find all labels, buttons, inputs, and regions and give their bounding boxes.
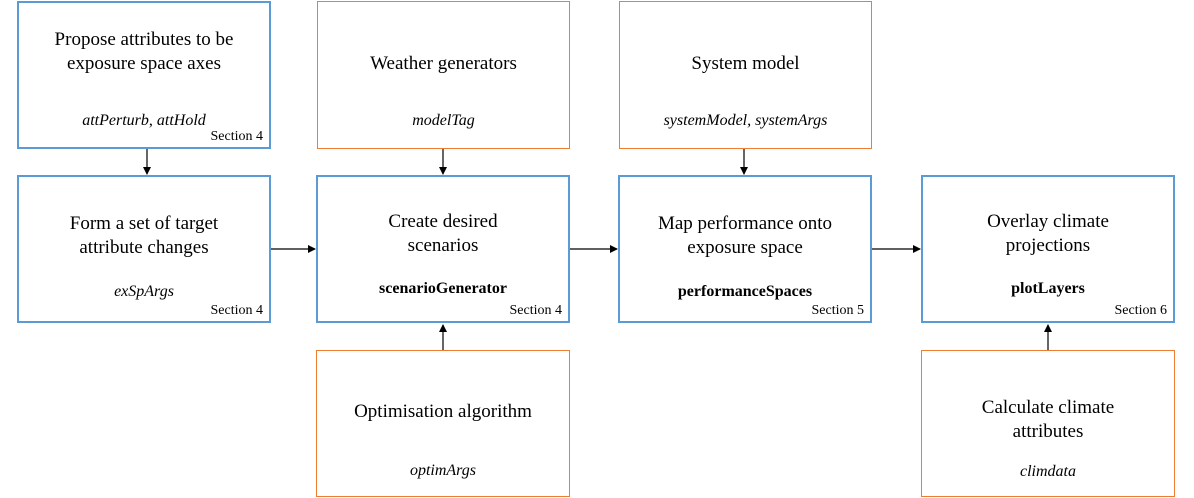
- section-label: Section 4: [210, 129, 264, 144]
- create-scenarios-box: Create desired scenarios scenarioGenerat…: [316, 175, 570, 323]
- weather-generators-function: modelTag: [412, 112, 475, 129]
- optimisation-algorithm-title: Optimisation algorithm: [354, 401, 532, 422]
- section-label: Section 4: [210, 303, 264, 318]
- map-performance-box: Map performance onto exposure space perf…: [618, 175, 872, 323]
- create-scenarios-function: scenarioGenerator: [379, 280, 507, 297]
- optimisation-algorithm-box: Optimisation algorithm optimArgs: [316, 350, 570, 497]
- weather-generators-title: Weather generators: [370, 53, 517, 74]
- calculate-climate-function: climdata: [1020, 463, 1076, 480]
- form-target-changes-box: Form a set of target attribute changes e…: [17, 175, 271, 323]
- propose-attributes-functions: attPerturb, attHold: [82, 112, 206, 129]
- form-target-changes-function: exSpArgs: [114, 283, 174, 300]
- section-label: Section 4: [509, 303, 563, 318]
- map-performance-title: Map performance onto exposure space: [657, 213, 833, 258]
- system-model-title: System model: [691, 53, 800, 74]
- calculate-climate-title: Calculate climate attributes: [981, 397, 1115, 442]
- form-target-changes-title: Form a set of target attribute changes: [69, 213, 219, 258]
- weather-generators-box: Weather generators modelTag: [317, 1, 570, 149]
- section-label: Section 5: [811, 303, 865, 318]
- overlay-projections-title: Overlay climate projections: [987, 211, 1109, 256]
- section-label: Section 6: [1114, 303, 1168, 318]
- system-model-function: systemModel, systemArgs: [663, 112, 828, 129]
- overlay-projections-box: Overlay climate projections plotLayers S…: [921, 175, 1175, 323]
- create-scenarios-title: Create desired scenarios: [388, 211, 498, 256]
- calculate-climate-box: Calculate climate attributes climdata: [921, 350, 1175, 497]
- system-model-box: System model systemModel, systemArgs: [619, 1, 872, 149]
- propose-attributes-box: Propose attributes to be exposure space …: [17, 1, 271, 149]
- optimisation-algorithm-function: optimArgs: [409, 462, 477, 479]
- map-performance-function: performanceSpaces: [677, 283, 813, 300]
- overlay-projections-function: plotLayers: [1011, 280, 1085, 297]
- propose-attributes-title: Propose attributes to be exposure space …: [54, 29, 234, 74]
